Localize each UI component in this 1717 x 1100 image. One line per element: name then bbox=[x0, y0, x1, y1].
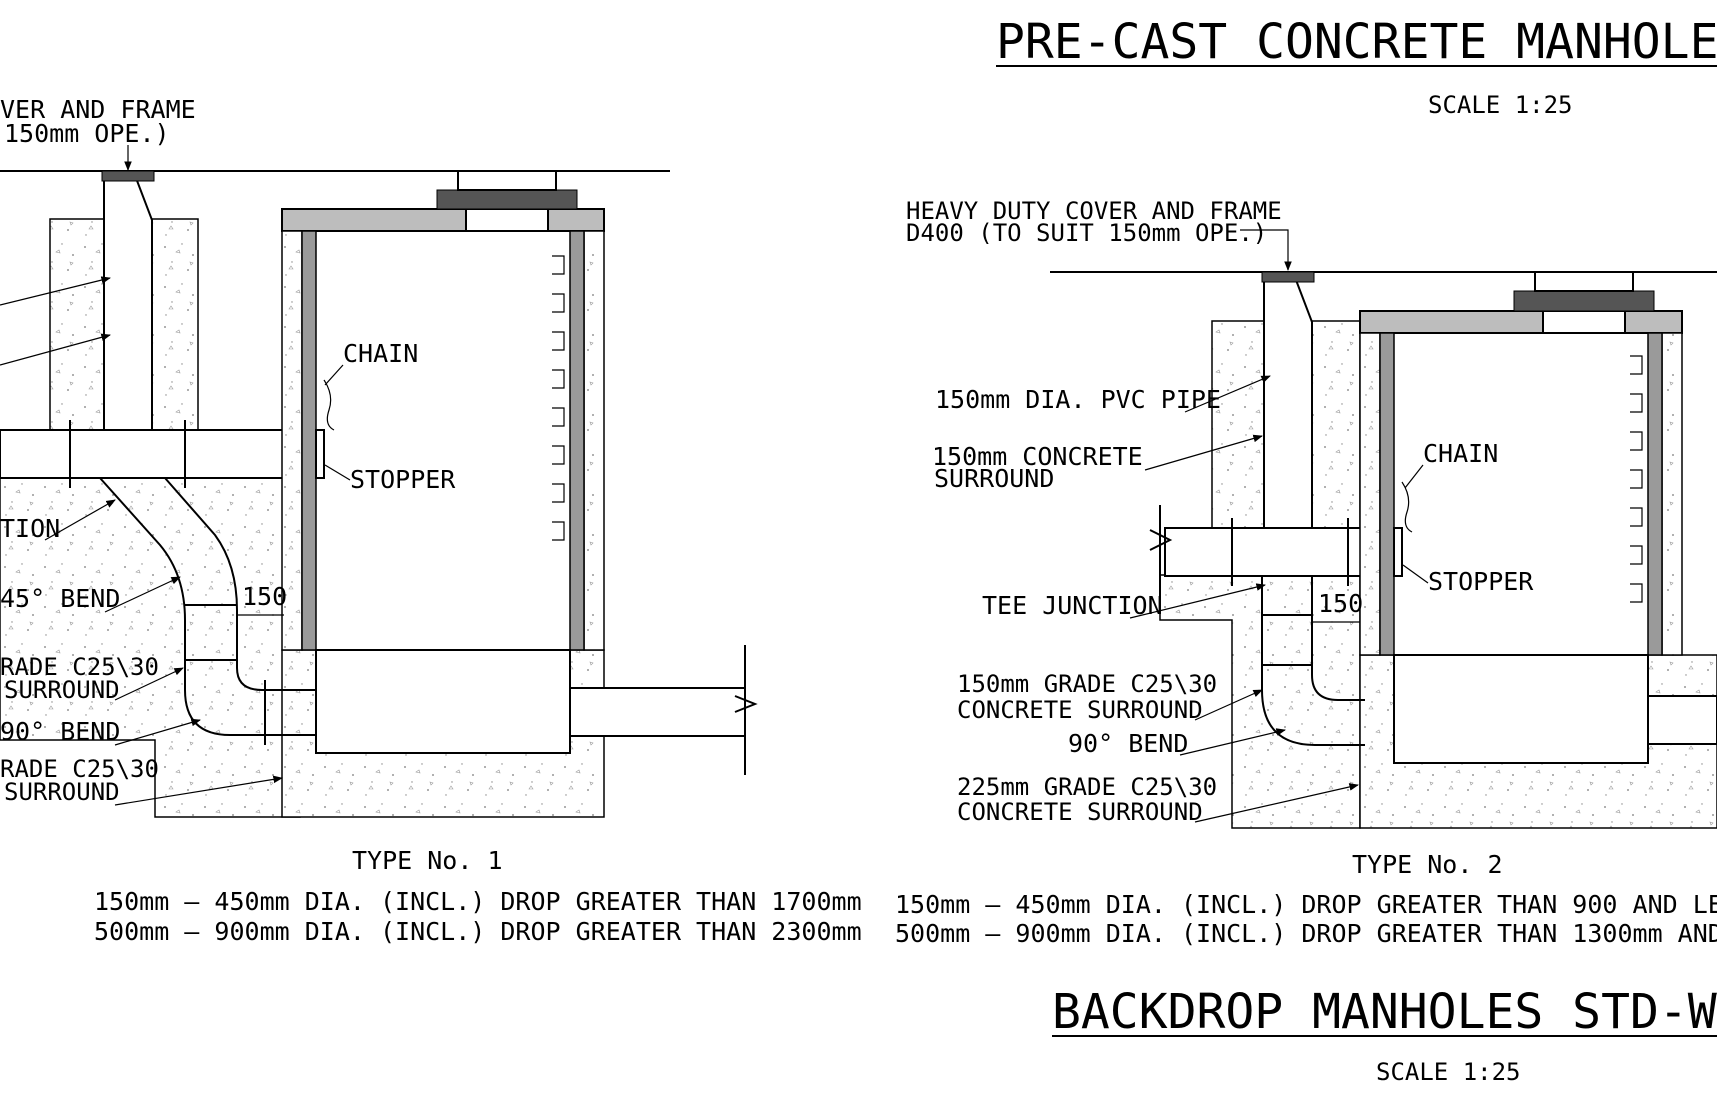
type2-pvc-leader bbox=[1184, 375, 1271, 413]
type2-pvc-label: 150mm DIA. PVC PIPE bbox=[935, 385, 1221, 414]
type1-chain-leader bbox=[324, 364, 344, 386]
type2-break-line bbox=[1149, 505, 1173, 600]
type2-stopper bbox=[1393, 527, 1403, 577]
type1-surround225-leader bbox=[114, 775, 283, 806]
type1-junction-leader bbox=[44, 499, 116, 541]
type1-wall-right bbox=[583, 230, 605, 651]
type1-note-1: 150mm – 450mm DIA. (INCL.) DROP GREATER … bbox=[94, 887, 862, 916]
type1-break-line bbox=[734, 645, 758, 775]
type2-surround-leader bbox=[1144, 434, 1263, 471]
type1-surround225-label-2: SURROUND bbox=[4, 778, 120, 806]
type2-tee-label: TEE JUNCTION bbox=[982, 591, 1163, 620]
type1-bend90-label: 90° BEND bbox=[0, 717, 120, 746]
type1-junction-label: TION bbox=[0, 514, 60, 543]
type2-surround150-leader bbox=[1194, 689, 1263, 721]
type2-cover-slab bbox=[1359, 310, 1683, 334]
type1-cover-label-2: 150mm OPE.) bbox=[4, 119, 170, 148]
type2-benching bbox=[1393, 654, 1649, 764]
type2-bend90-label: 90° BEND bbox=[1068, 729, 1188, 758]
type1-manhole-cover bbox=[457, 170, 557, 191]
type2-wall-right bbox=[1661, 332, 1683, 656]
type2-cover-label-2: D400 (TO SUIT 150mm OPE.) bbox=[906, 219, 1267, 247]
type2-surround225-label-2: CONCRETE SURROUND bbox=[957, 798, 1203, 826]
type2-step-irons bbox=[1630, 355, 1643, 603]
precast-title: PRE-CAST CONCRETE MANHOLE S bbox=[996, 14, 1717, 70]
type2-surround150-label-2: CONCRETE SURROUND bbox=[957, 696, 1203, 724]
type1-surround150-label-2: SURROUND bbox=[4, 676, 120, 704]
type2-caption: TYPE No. 2 bbox=[1352, 850, 1503, 879]
type2-bend90-leader bbox=[1179, 728, 1286, 756]
type1-surround-leader bbox=[0, 333, 111, 366]
type1-ring-right bbox=[569, 230, 585, 651]
type2-drop-pipe-inner bbox=[1311, 576, 1365, 701]
type1-cover-frame bbox=[101, 170, 155, 182]
type2-ring-left bbox=[1379, 332, 1395, 656]
type2-surround-label-1: 150mm CONCRETE bbox=[932, 442, 1143, 471]
type2-note-2: 500mm – 900mm DIA. (INCL.) DROP GREATER … bbox=[895, 919, 1717, 948]
type1-cover-slab bbox=[281, 208, 605, 232]
type2-tee-leader bbox=[1129, 583, 1266, 619]
precast-title-block: PRE-CAST CONCRETE MANHOLE S SCALE 1:25 bbox=[996, 14, 1717, 119]
type1-caption: TYPE No. 1 bbox=[352, 846, 503, 875]
type2-surround150-label-1: 150mm GRADE C25\30 bbox=[957, 670, 1217, 698]
type2-dim-150: 150 bbox=[1318, 589, 1363, 618]
type1-pipe-leader bbox=[0, 276, 111, 306]
type2-chain-label: CHAIN bbox=[1423, 439, 1498, 468]
type1-cover-label-1: VER AND FRAME bbox=[0, 95, 196, 124]
type2-surround225-leader bbox=[1194, 783, 1359, 823]
type1-step-irons bbox=[552, 255, 565, 541]
type2-incoming-pipe bbox=[1164, 527, 1399, 577]
type1-surround225-label-1: RADE C25\30 bbox=[0, 755, 159, 783]
type1-ring-left bbox=[301, 230, 317, 651]
type1-outgoing-pipe bbox=[569, 687, 746, 737]
type1-chain-label: CHAIN bbox=[343, 339, 418, 368]
type1-incoming-pipe bbox=[0, 429, 323, 479]
backdrop-title: BACKDROP MANHOLES STD-WW bbox=[1052, 984, 1717, 1040]
type2-surround-label-2: SURROUND bbox=[934, 464, 1054, 493]
type2-cover-leader bbox=[1240, 229, 1292, 271]
type1-section: VER AND FRAME 150mm OPE.) CHAIN STOPPER … bbox=[0, 95, 862, 946]
type1-stopper-leader bbox=[324, 464, 351, 481]
type2-section: HEAVY DUTY COVER AND FRAME D400 (TO SUIT… bbox=[895, 197, 1717, 948]
backdrop-title-block: BACKDROP MANHOLES STD-WW SCALE 1:25 bbox=[1052, 984, 1717, 1086]
type1-vertical-pipe bbox=[103, 177, 153, 454]
type2-vertical-pipe bbox=[1263, 279, 1313, 556]
type1-drop-pipe-inner bbox=[164, 477, 320, 691]
backdrop-scale: SCALE 1:25 bbox=[1376, 1058, 1521, 1086]
type1-chain bbox=[323, 379, 335, 431]
type2-stopper-leader bbox=[1402, 564, 1429, 584]
type1-stopper-label: STOPPER bbox=[350, 465, 456, 494]
type1-surround150-label-1: RADE C25\30 bbox=[0, 653, 159, 681]
type2-outgoing-pipe bbox=[1647, 695, 1717, 745]
type1-bend45-label: 45° BEND bbox=[0, 584, 120, 613]
type2-cover-frame bbox=[1261, 271, 1315, 283]
type2-surround225-label-1: 225mm GRADE C25\30 bbox=[957, 773, 1217, 801]
type1-surround150-leader bbox=[114, 667, 184, 701]
type1-note-2: 500mm – 900mm DIA. (INCL.) DROP GREATER … bbox=[94, 917, 862, 946]
type1-bend45-leader bbox=[104, 576, 181, 613]
type2-manhole-cover bbox=[1534, 271, 1634, 292]
type2-chain-leader bbox=[1404, 464, 1424, 489]
type1-dim-150: 150 bbox=[242, 582, 287, 611]
type2-manhole-frame bbox=[1513, 290, 1655, 312]
type2-chain bbox=[1401, 481, 1413, 533]
type2-cover-label-1: HEAVY DUTY COVER AND FRAME bbox=[906, 197, 1282, 225]
type1-drop-pipe-outer bbox=[99, 477, 320, 736]
type1-benching bbox=[315, 649, 571, 754]
type2-cover-opening bbox=[1542, 310, 1626, 334]
type2-note-1: 150mm – 450mm DIA. (INCL.) DROP GREATER … bbox=[895, 890, 1717, 919]
type1-bend90-leader bbox=[114, 718, 201, 746]
type1-cover-opening bbox=[465, 208, 549, 232]
precast-scale: SCALE 1:25 bbox=[1428, 91, 1573, 119]
type1-manhole-frame bbox=[436, 189, 578, 210]
type1-stopper bbox=[315, 429, 325, 479]
type2-stopper-label: STOPPER bbox=[1428, 567, 1534, 596]
type2-ring-right bbox=[1647, 332, 1663, 656]
